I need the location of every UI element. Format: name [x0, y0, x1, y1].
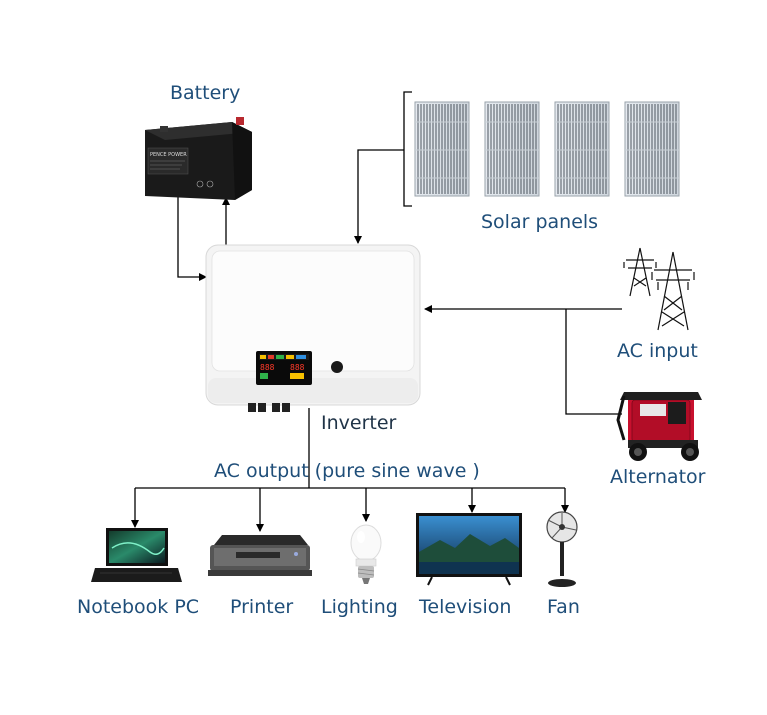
solar-to-inverter-line: [354, 149, 404, 244]
solar-panels-label: Solar panels: [481, 211, 599, 233]
power-tower-icon: [623, 247, 695, 331]
alternator-label: Alternator: [610, 466, 706, 488]
load-label-printer: Printer: [230, 596, 294, 618]
solar-bracket: [403, 91, 412, 207]
alternator-icon: [616, 392, 702, 461]
load-label-fan: Fan: [547, 596, 580, 618]
svg-text:888: 888: [260, 363, 275, 372]
battery-label: Battery: [170, 82, 241, 104]
inverter-icon: 888 888: [205, 244, 421, 412]
solar-panel-3: [554, 101, 610, 197]
inverter-power-button: [331, 361, 343, 373]
battery-icon: PENCE POWER: [145, 117, 252, 200]
battery-brand-text: PENCE POWER: [150, 152, 187, 158]
solar-panel-1: [414, 101, 470, 197]
battery-positive-terminal: [236, 117, 244, 125]
battery-to-inverter-line: [177, 188, 207, 281]
inverter-label: Inverter: [321, 412, 397, 434]
printer-icon: [208, 535, 312, 576]
load-label-lighting: Lighting: [321, 596, 398, 618]
television-icon: [416, 513, 522, 586]
connection-lines: [131, 91, 622, 532]
solar-panel-4: [624, 101, 680, 197]
solar-panel-2: [484, 101, 540, 197]
fan-icon: [546, 511, 578, 587]
ac-output-label: AC output (pure sine wave ): [214, 460, 480, 482]
load-label-television: Television: [419, 596, 512, 618]
ac-input-label: AC input: [617, 340, 698, 362]
svg-text:888: 888: [290, 363, 305, 372]
alternator-to-line: [565, 309, 622, 415]
laptop-icon: [91, 528, 182, 582]
light-bulb-icon: [350, 524, 382, 584]
solar-panels-icon: [414, 101, 680, 197]
battery-negative-terminal: [160, 126, 168, 132]
load-label-notebook-pc: Notebook PC: [77, 596, 200, 618]
